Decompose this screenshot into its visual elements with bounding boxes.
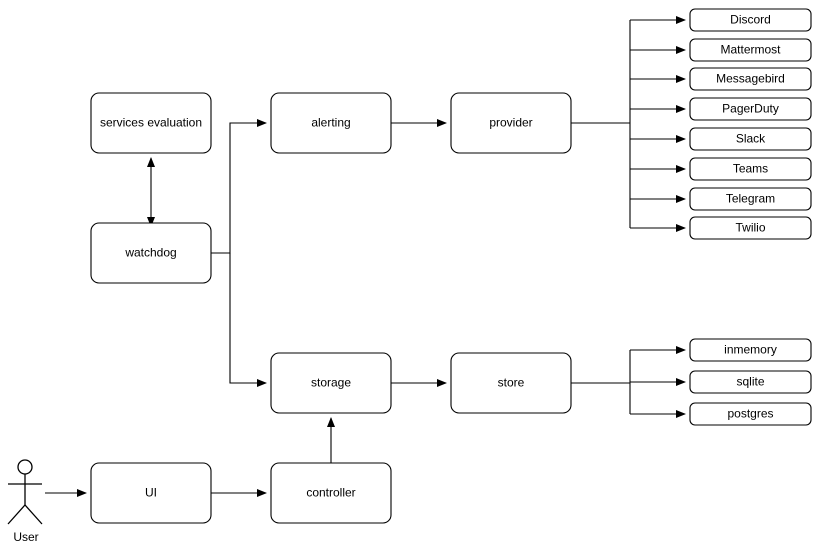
node-mattermost-shape <box>689 38 812 62</box>
node-controller-label: controller <box>306 486 355 500</box>
node-store-shape <box>450 352 572 414</box>
node-provider-shape <box>450 92 572 154</box>
node-teams[interactable]: Teams <box>689 157 812 181</box>
node-messagebird[interactable]: Messagebird <box>689 67 812 91</box>
node-pagerduty[interactable]: PagerDuty <box>689 97 812 121</box>
node-teams-shape <box>689 157 812 181</box>
node-slack-label: Slack <box>736 132 766 146</box>
node-inmemory[interactable]: inmemory <box>689 338 812 362</box>
node-storage[interactable]: storage <box>270 352 392 414</box>
node-postgres-label: postgres <box>727 407 773 421</box>
node-storage-shape <box>270 352 392 414</box>
node-services-evaluation[interactable]: services evaluation <box>90 92 212 154</box>
node-inmemory-shape <box>689 338 812 362</box>
node-discord[interactable]: Discord <box>689 8 812 32</box>
node-sqlite-shape <box>689 370 812 394</box>
node-controller[interactable]: controller <box>270 462 392 524</box>
node-store[interactable]: store <box>450 352 572 414</box>
node-discord-shape <box>689 8 812 32</box>
actor-legs <box>7 504 43 525</box>
node-messagebird-shape <box>689 67 812 91</box>
node-alerting[interactable]: alerting <box>270 92 392 154</box>
node-telegram[interactable]: Telegram <box>689 187 812 211</box>
node-inmemory-label: inmemory <box>724 343 777 357</box>
provider-targets-layer: DiscordMattermostMessagebirdPagerDutySla… <box>689 8 812 240</box>
node-slack[interactable]: Slack <box>689 127 812 151</box>
node-mattermost-label: Mattermost <box>720 43 781 57</box>
node-twilio-label: Twilio <box>735 221 765 235</box>
node-alerting-label: alerting <box>311 116 350 130</box>
node-teams-label: Teams <box>733 162 768 176</box>
node-twilio-shape <box>689 216 812 240</box>
node-watchdog-shape <box>90 222 212 284</box>
node-discord-label: Discord <box>730 13 771 27</box>
node-storage-label: storage <box>311 376 351 390</box>
node-store-label: store <box>498 376 525 390</box>
edge-watchdog-branch-alerting <box>211 119 267 254</box>
node-postgres[interactable]: postgres <box>689 402 812 426</box>
node-watchdog[interactable]: watchdog <box>90 222 212 284</box>
node-alerting-shape <box>270 92 392 154</box>
actor-layer: User <box>7 459 43 544</box>
nodes-layer: services evaluation watchdog alerting provi… <box>90 92 572 524</box>
node-slack-shape <box>689 127 812 151</box>
node-controller-shape <box>270 462 392 524</box>
node-services-evaluation-shape <box>90 92 212 154</box>
node-ui[interactable]: UI <box>90 462 212 524</box>
node-mattermost[interactable]: Mattermost <box>689 38 812 62</box>
node-sqlite[interactable]: sqlite <box>689 370 812 394</box>
node-telegram-label: Telegram <box>726 192 775 206</box>
node-twilio[interactable]: Twilio <box>689 216 812 240</box>
actor-user-label: User <box>13 530 38 544</box>
node-provider-label: provider <box>489 116 532 130</box>
node-telegram-shape <box>689 187 812 211</box>
node-ui-shape <box>90 462 212 524</box>
node-services-evaluation-label: services evaluation <box>100 116 202 130</box>
node-pagerduty-shape <box>689 97 812 121</box>
connector-bus-layer <box>571 16 686 418</box>
node-provider[interactable]: provider <box>450 92 572 154</box>
store-targets-layer: inmemory sqlite postgres <box>689 338 812 426</box>
node-ui-label: UI <box>145 486 157 500</box>
node-messagebird-label: Messagebird <box>716 72 785 86</box>
actor-user[interactable]: User <box>7 459 43 544</box>
edge-watchdog-branch-storage <box>229 253 267 387</box>
actor-head <box>17 459 33 475</box>
node-pagerduty-label: PagerDuty <box>722 102 779 116</box>
node-watchdog-label: watchdog <box>124 246 176 260</box>
node-sqlite-label: sqlite <box>736 375 764 389</box>
node-postgres-shape <box>689 402 812 426</box>
edges-layer <box>45 119 447 497</box>
